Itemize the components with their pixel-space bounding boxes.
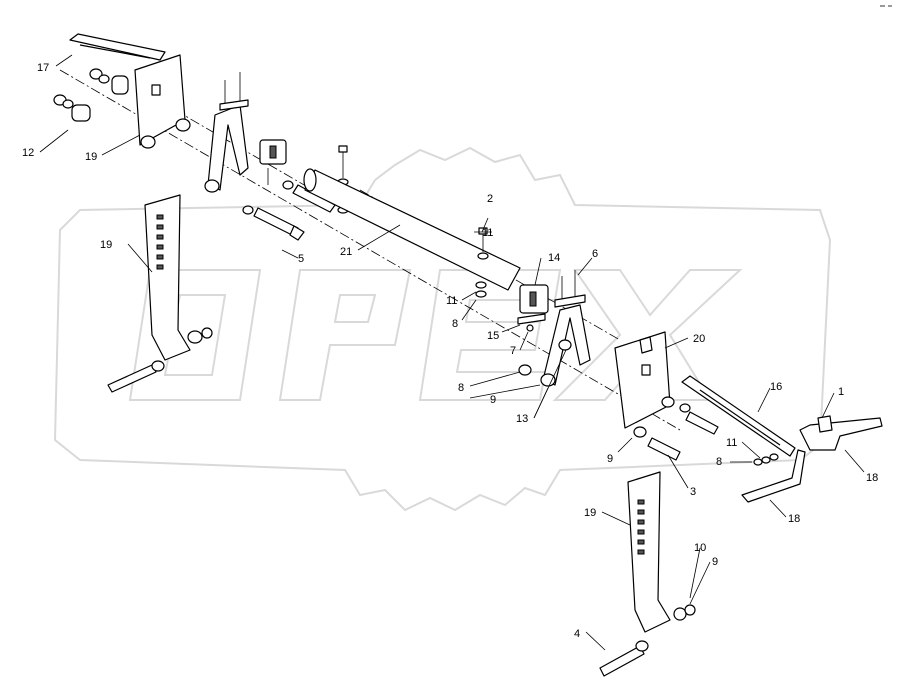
callout-2: 2 — [487, 193, 493, 205]
part-12-spacer — [53, 68, 129, 122]
part-19-plate-right — [599, 471, 696, 677]
callout-9-b: 9 — [607, 453, 613, 465]
part-5-bolt — [242, 205, 305, 241]
callout-18-right: 18 — [866, 472, 878, 484]
callout-20-left: 19 — [85, 151, 97, 163]
callout-21: 21 — [340, 246, 352, 258]
callout-5: 5 — [298, 253, 304, 265]
part-2-bolt — [475, 227, 489, 298]
callout-10: 10 — [694, 542, 706, 554]
part-bracket-right — [518, 270, 591, 387]
callout-20-right: 20 — [693, 333, 705, 345]
part-19-plate-left — [107, 194, 213, 393]
callout-12: 12 — [22, 147, 34, 159]
callout-4: 4 — [574, 628, 580, 640]
callouts: 17 12 19 19 5 21 2 11 11 8 14 6 15 7 8 9… — [22, 62, 878, 640]
part-21-tube — [303, 168, 521, 291]
callout-17: 17 — [37, 62, 49, 74]
part-3-bolt — [633, 426, 681, 461]
callout-9-c: 9 — [712, 556, 718, 568]
callout-19-left: 19 — [100, 239, 112, 251]
callout-19-right-label: 19 — [584, 507, 596, 519]
callout-8-a: 8 — [452, 318, 458, 330]
callout-3: 3 — [690, 486, 696, 498]
part-u-bracket-top — [204, 72, 249, 193]
part-14-clamp-top — [259, 139, 287, 185]
watermark-letter-p — [278, 269, 412, 401]
callout-7: 7 — [510, 345, 516, 357]
callout-13: 13 — [516, 413, 528, 425]
part-18-handle-right — [799, 415, 883, 451]
callout-14: 14 — [548, 252, 560, 264]
part-fasteners-right — [753, 453, 779, 466]
callout-1: 1 — [838, 386, 844, 398]
callout-8-b: 8 — [458, 382, 464, 394]
part-14-clamp-right — [517, 284, 549, 332]
callout-15: 15 — [487, 330, 499, 342]
callout-11-b: 11 — [446, 295, 457, 307]
callout-11-c: 11 — [726, 437, 737, 449]
callout-9-a: 9 — [490, 394, 496, 406]
part-20-plate-left — [134, 54, 191, 149]
leader-lines — [39, 54, 865, 651]
part-20-plate-right — [614, 331, 719, 435]
callout-11-a: 11 — [482, 227, 493, 239]
part-18-handle-lower — [741, 449, 806, 503]
part-16-arm — [681, 375, 796, 457]
part-17-arm — [69, 33, 166, 61]
callout-16: 16 — [770, 381, 782, 393]
callout-8-c: 8 — [716, 456, 722, 468]
callout-6: 6 — [592, 248, 598, 260]
callout-18-lower: 18 — [788, 513, 800, 525]
watermark-gear-outline — [53, 146, 832, 512]
